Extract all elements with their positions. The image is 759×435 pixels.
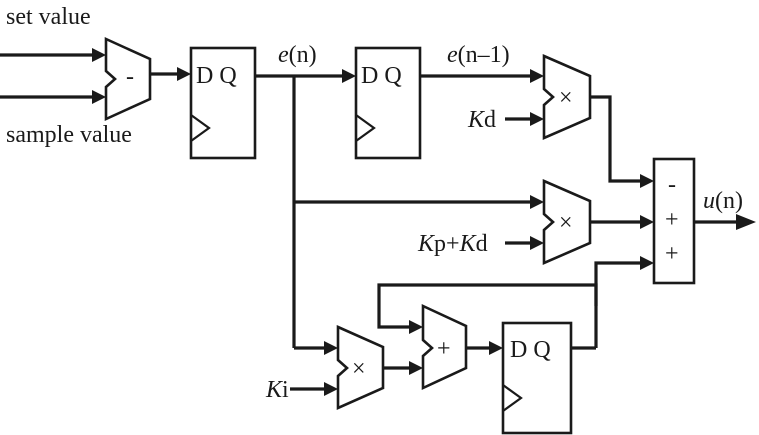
accumulator-feedback-wire [377, 283, 598, 329]
subtractor-sign: - [126, 64, 134, 90]
en-label: e(n) [278, 42, 317, 68]
summer-top-arrowhead [640, 174, 654, 188]
flipflop-1-label: D Q [196, 63, 237, 89]
flipflop-3-label: D Q [510, 337, 551, 363]
ki-mult-output-arrowhead [409, 361, 423, 375]
flipflop-3: D Q [501, 321, 573, 435]
summer-sign-plus-1: + [665, 207, 679, 233]
un-label: u(n) [703, 188, 743, 214]
sample-value-arrowhead [92, 90, 106, 104]
kd-arrowhead [530, 112, 544, 126]
sample-value-label: sample value [6, 122, 132, 148]
multiplier-kp-kd-sign: × [559, 210, 573, 236]
flipflop-1: D Q [189, 46, 257, 160]
summer-sign-minus: - [668, 172, 676, 198]
multiplier-kp-kd: × [542, 179, 592, 265]
en-arrowhead-ki-mult [324, 341, 338, 355]
multiplier-ki: × [336, 324, 385, 411]
ff3-riser-to-summer [594, 261, 641, 348]
ki-arrowhead [324, 382, 338, 396]
multiplier-kd-sign: × [559, 85, 573, 111]
feedback-arrowhead [409, 320, 423, 334]
output-summer: - + + [652, 157, 696, 285]
flipflop-2: D Q [354, 46, 422, 160]
kd-mult-to-summer-wire [590, 95, 641, 183]
en-arrowhead-ff2 [342, 69, 356, 83]
multiplier-ki-sign: × [352, 356, 366, 382]
output-arrowhead [736, 214, 756, 230]
integrator-adder-sign: + [437, 336, 451, 362]
kp-kd-label: Kp+Kd [417, 231, 488, 257]
kd-label: Kd [467, 107, 496, 133]
adder-output-arrowhead [489, 341, 503, 355]
subtractor-block: - [104, 36, 152, 122]
subtractor-output-arrowhead [177, 67, 191, 81]
flipflop-2-label: D Q [361, 63, 402, 89]
summer-middle-arrowhead [640, 215, 654, 229]
summer-sign-plus-2: + [665, 241, 679, 267]
ki-label: Ki [265, 377, 289, 403]
multiplier-kd: × [542, 54, 592, 140]
set-value-arrowhead [92, 48, 106, 62]
en1-arrowhead [530, 69, 544, 83]
set-value-label: set value [6, 4, 91, 30]
en1-label: e(n–1) [447, 42, 510, 68]
summer-bottom-arrowhead [640, 256, 654, 270]
integrator-adder: + [421, 303, 468, 391]
kp-kd-arrowhead [530, 236, 544, 250]
en-arrowhead-mid-mult [530, 195, 544, 209]
